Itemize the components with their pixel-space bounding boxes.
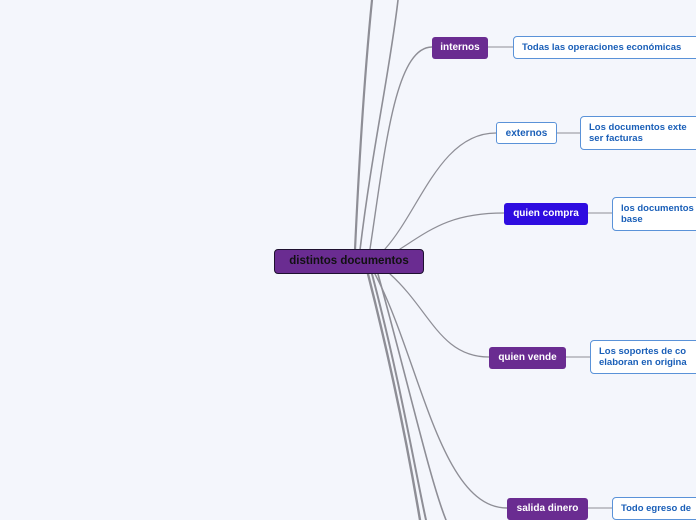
connector-offscreen-down-1 xyxy=(366,272,422,520)
connector-internos xyxy=(369,46,433,250)
connector-offscreen-down-2 xyxy=(371,273,427,520)
leaf-externos[interactable]: Los documentos exte ser facturas xyxy=(580,116,696,150)
topic-quien-vende[interactable]: quien vende xyxy=(489,347,566,369)
topic-salida-dinero[interactable]: salida dinero xyxy=(507,498,588,520)
leaf-quien-compra[interactable]: los documentos base xyxy=(612,197,696,231)
topic-internos[interactable]: internos xyxy=(432,37,488,59)
connector-externos xyxy=(384,132,497,250)
leaf-salida-dinero[interactable]: Todo egreso de xyxy=(612,497,696,520)
connector-offscreen-up-2 xyxy=(359,0,399,251)
connector-quien-vende xyxy=(389,273,490,358)
connector-offscreen-down-3 xyxy=(377,273,447,520)
leaf-internos[interactable]: Todas las operaciones económicas xyxy=(513,36,696,59)
connector-offscreen-up-1 xyxy=(353,0,374,252)
connector-salida-dinero xyxy=(374,273,508,509)
connector-quien-compra xyxy=(399,212,505,250)
topic-externos[interactable]: externos xyxy=(496,122,557,144)
central-topic[interactable]: distintos documentos xyxy=(274,249,424,274)
leaf-quien-vende[interactable]: Los soportes de co elaboran en origina xyxy=(590,340,696,374)
topic-quien-compra[interactable]: quien compra xyxy=(504,203,588,225)
